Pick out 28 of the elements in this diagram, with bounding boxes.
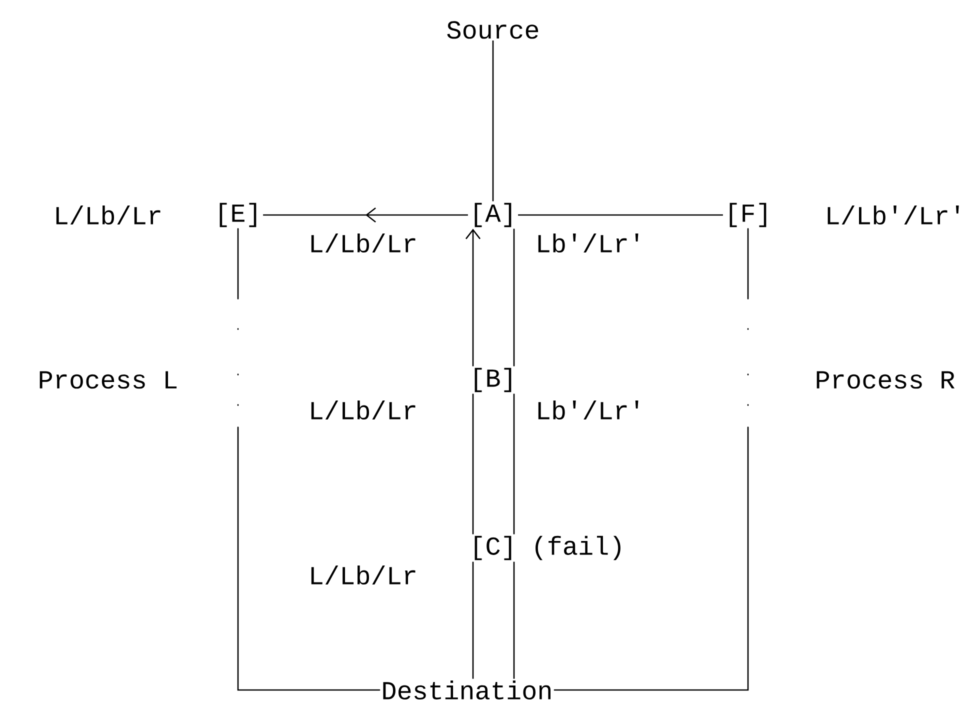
connector-line [472, 394, 474, 534]
node-label: Source [447, 21, 538, 39]
connector-line [263, 207, 468, 222]
node-label: [F] [730, 202, 766, 228]
side-label: L/Lb'/Lr' [828, 205, 959, 225]
connector-line [554, 228, 749, 691]
connector-line [513, 562, 515, 679]
connector-line [518, 214, 723, 216]
text-label: L/Lb/Lr [311, 565, 416, 585]
node-label: [B] [474, 368, 512, 392]
node-label: [A] [474, 202, 512, 228]
text-label: L/Lb/Lr [311, 400, 416, 420]
connector-line [513, 394, 515, 534]
connector-line [237, 228, 380, 691]
text-label: L/Lb/Lr [311, 233, 416, 253]
text-label: Lb'/Lr' [538, 400, 638, 420]
connector-line [466, 228, 481, 366]
text-label: Lb'/Lr' [538, 233, 638, 253]
connector-line [472, 562, 474, 679]
node-label: Destination [383, 680, 550, 700]
side-label: L/Lb/Lr [56, 205, 160, 225]
side-label: (fail) [536, 536, 620, 560]
node-label: [E] [220, 202, 256, 228]
text-label: Process L [40, 371, 177, 389]
node-label: [C] [474, 536, 512, 560]
text-label: Process R [816, 371, 955, 389]
connector-line [492, 40, 494, 202]
connector-line [513, 228, 515, 366]
